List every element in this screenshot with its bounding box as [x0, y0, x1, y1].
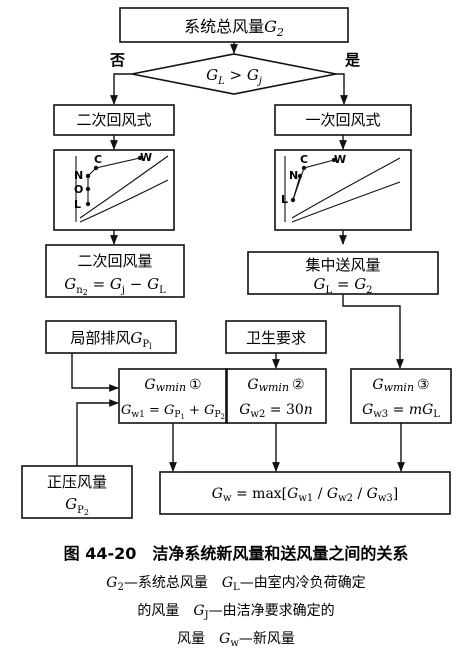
caption-line-1: G2—系统总风量 GL—由室内冷负荷确定 [106, 574, 365, 593]
decision-diamond [131, 53, 337, 95]
local-exhaust-box [45, 320, 177, 354]
psychro-chart-right: N L C W [274, 149, 412, 231]
psy-left-W: W [140, 151, 152, 164]
psy-left-C: C [94, 153, 102, 166]
hygiene-requirement-label: 卫生要求 [246, 329, 306, 347]
secondary-volume-title: 二次回风量 [77, 252, 152, 270]
result-max-formula: Gw = max[Gw1 / Gw2 / Gw3] [212, 486, 398, 504]
local-exhaust-label: 局部排风GPl [70, 329, 152, 351]
caption-line-2: 的风量 GJ—由洁净要求确定的 [137, 603, 334, 621]
psy-left-L: L [74, 198, 81, 211]
system-total-air-text: 系统总风量G2 [184, 17, 284, 39]
gwmin1-formula: Gw1 = GP1 + GP2 [121, 403, 225, 421]
gwmin3-formula: Gw3 = mGL [362, 402, 440, 420]
psy-left-O: O [74, 183, 83, 196]
branch-no-label: 否 [109, 51, 125, 69]
psy-right-N: N [289, 169, 298, 182]
figure-caption-title: 图 44-20 洁净系统新风量和送风量之间的关系 [64, 544, 409, 563]
primary-return-label: 一次回风式 [305, 111, 380, 129]
gwmin2-formula: Gw2 = 30n [239, 402, 313, 420]
central-supply-formula: GL = G2 [313, 275, 372, 296]
decision-condition: GL > Gj [206, 66, 262, 87]
secondary-return-label: 二次回风式 [76, 111, 151, 129]
psy-right-W: W [334, 153, 346, 166]
central-supply-title: 集中送风量 [305, 256, 380, 274]
secondary-return-volume-box [45, 244, 185, 298]
positive-pressure-title: 正压风量 [47, 473, 107, 491]
caption-line-3: 风量 Gw—新风量 [177, 631, 295, 649]
psy-left-N: N [74, 169, 83, 182]
result-max-box [159, 471, 451, 515]
secondary-volume-formula: Gn2 = Gj − GL [64, 275, 166, 297]
psy-right-L: L [281, 193, 288, 206]
branch-yes-label: 是 [344, 51, 361, 69]
positive-pressure-var: GP2 [65, 495, 89, 517]
psychro-chart-left: N O L C W [53, 149, 175, 231]
psy-right-C: C [300, 153, 308, 166]
